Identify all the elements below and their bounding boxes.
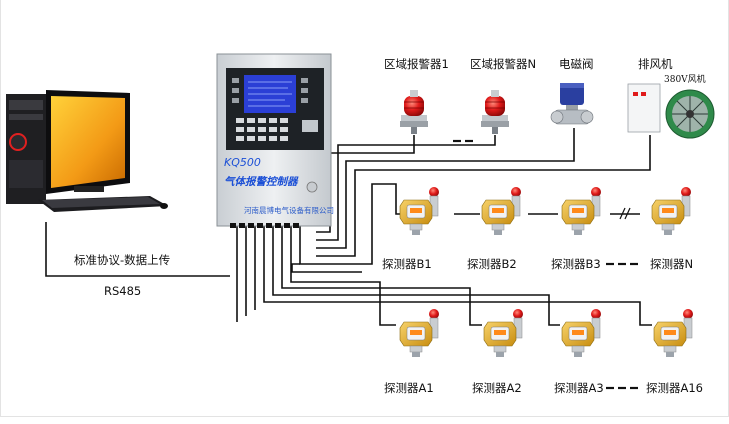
valve-wire [316,128,575,249]
fan-wire [316,135,651,257]
computer-workstation-icon [6,90,168,212]
b-bus-wire [291,263,362,273]
detector-a-label: 探测器A1 [384,381,434,395]
gas-detector-icon [481,186,522,236]
solenoid-valve-icon [550,83,594,125]
strobe-alarm-icon [480,89,510,135]
fan-voltage-label: 380V风机 [664,73,706,85]
a2-wire [281,226,482,326]
controller-title: 气体报警控制器 [224,175,299,188]
detector-b-label: 探测器B2 [467,257,517,271]
detector-b-label: 探测器N [650,257,693,271]
alarmn-wire [316,135,496,241]
gas-detector-icon [399,186,440,236]
detector-a-label: 探测器A16 [646,381,703,395]
controller-model: KQ500 [224,156,261,169]
detector-b-label: 探测器B1 [382,257,432,271]
controller-cabinet: KQ500 气体报警控制器 河南晨博电气设备有限公司 [216,53,334,228]
top-device-label: 区域报警器N [470,57,536,71]
top-device-label: 电磁阀 [559,57,594,71]
top-device-label: 区域报警器1 [384,57,449,71]
strobe-alarm-icon [399,89,429,135]
gas-detector-icon [653,308,694,358]
company-name: 河南晨博电气设备有限公司 [244,205,334,215]
a16-wire [263,226,652,326]
exhaust-fan-icon [627,83,715,139]
keypad [236,118,288,141]
top-device-label: 排风机 [638,57,673,71]
detector-a-label: 探测器A2 [472,381,522,395]
detector-b-label: 探测器B3 [551,257,601,271]
gas-detector-icon [651,186,692,236]
gas-detector-icon [483,308,524,358]
gas-detector-icon [399,308,440,358]
detector-a-label: 探测器A3 [554,381,604,395]
lock-icon [306,181,318,193]
gas-detector-icon [561,186,602,236]
break-mark [619,207,631,220]
upload-protocol-label: 标准协议-数据上传 [74,253,170,267]
a1-wire [290,226,396,326]
a3-wire [272,226,560,326]
rs485-link-wire [45,222,230,277]
gas-detector-icon [561,308,602,358]
wiring [45,128,652,326]
continuation-dashes [453,139,638,390]
rs485-label: RS485 [104,284,141,298]
